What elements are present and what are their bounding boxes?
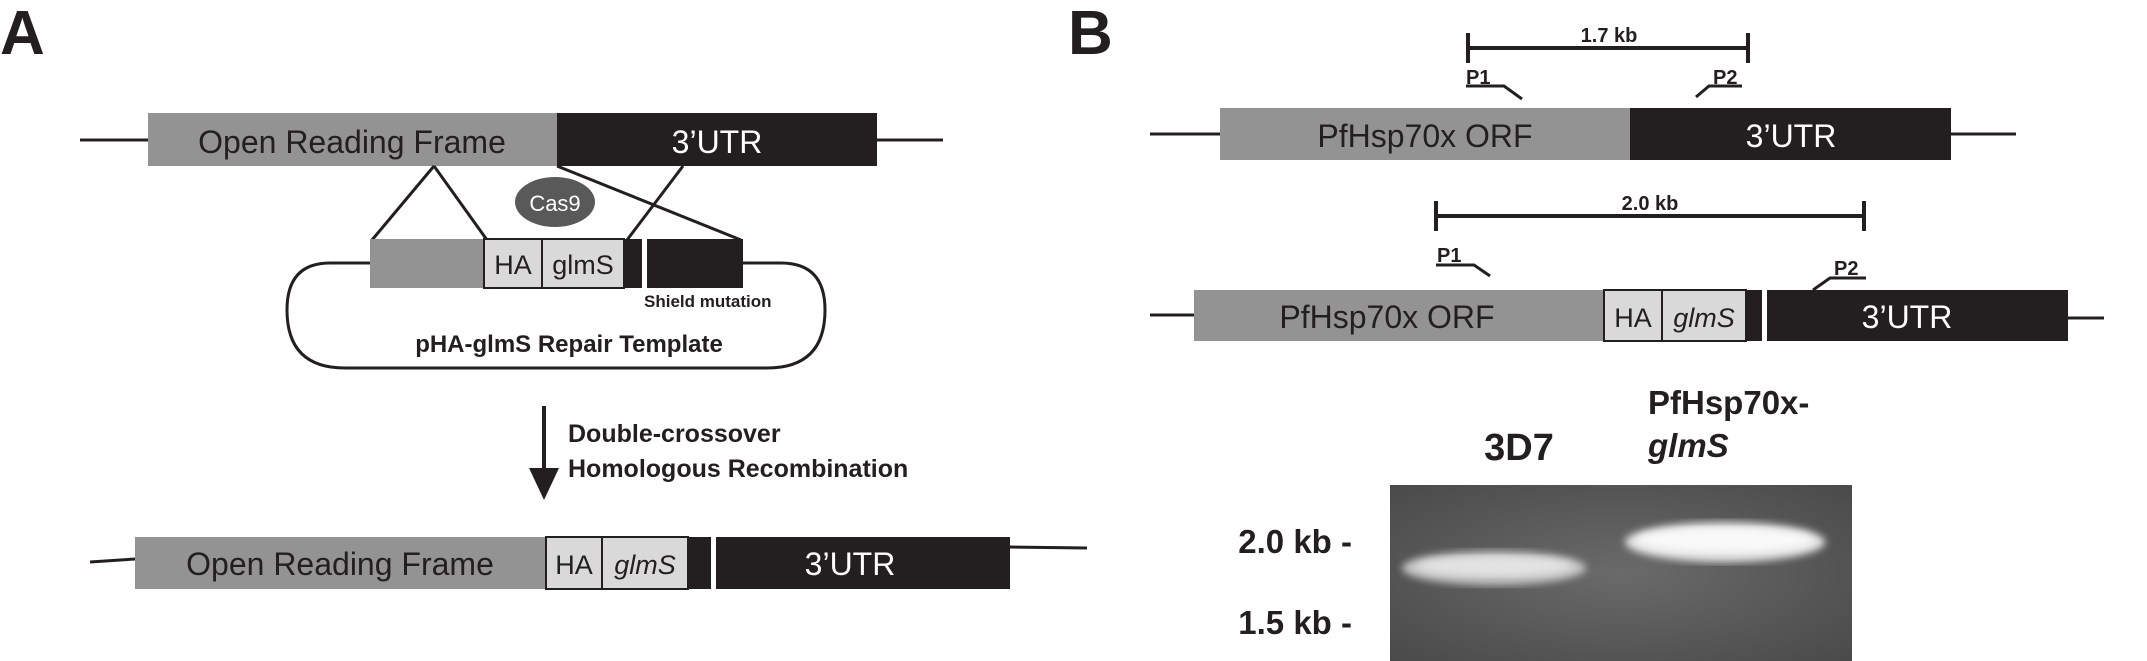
- cas9-ellipse: [515, 177, 595, 227]
- result-ha-label: HA: [555, 550, 593, 580]
- template-ha-label: HA: [494, 250, 532, 280]
- repair-template-title: pHA-glmS Repair Template: [415, 331, 723, 358]
- gene-recombined-b: PfHsp70x ORF HA glmS 3’UTR: [1150, 289, 2104, 342]
- repair-template-bar: HA glmS: [370, 238, 743, 289]
- gene-recombined-a: Open Reading Frame HA glmS 3’UTR: [89, 536, 1088, 590]
- mut-p1-label: P1: [1437, 245, 1461, 267]
- orf-block: [148, 113, 557, 166]
- wt-size-bracket: 1.7 kb: [1466, 25, 1750, 63]
- mut-p2-label: P2: [1834, 258, 1858, 280]
- mut-utr-label: 3’UTR: [1862, 299, 1953, 335]
- mut-size-bracket: 2.0 kb: [1434, 193, 1866, 231]
- arrow-label-line1: Double-crossover: [568, 420, 781, 448]
- gene-wildtype-b: PfHsp70x ORF 3’UTR: [1150, 108, 2016, 160]
- gel-lane2-label-line1: PfHsp70x-: [1648, 384, 1809, 421]
- result-glms-label: glmS: [614, 550, 676, 580]
- result-orf-label: Open Reading Frame: [186, 546, 494, 582]
- gene-wildtype-a: Open Reading Frame 3’UTR: [80, 113, 943, 166]
- gel-lane1-label: 3D7: [1484, 427, 1554, 469]
- wt-utr-label: 3’UTR: [1746, 118, 1837, 154]
- wt-primers: [1466, 84, 1742, 101]
- wt-p1-label: P1: [1466, 67, 1490, 89]
- crossover-lines: [370, 164, 742, 242]
- template-glms-label: glmS: [552, 250, 614, 280]
- gel-image: [1390, 485, 1852, 661]
- gel-marker-1-5kb: 1.5 kb -: [1238, 604, 1352, 641]
- cas9-label: Cas9: [529, 191, 580, 216]
- orf-label: Open Reading Frame: [198, 124, 506, 160]
- wt-size-label: 1.7 kb: [1581, 25, 1638, 47]
- shield-mutation-label: Shield mutation: [644, 292, 772, 311]
- mut-orf-label: PfHsp70x ORF: [1279, 299, 1494, 335]
- panel-b-label: B: [1068, 0, 1113, 68]
- panel-a-label: A: [0, 0, 45, 68]
- result-utr-label: 3’UTR: [805, 546, 896, 582]
- recombination-arrow-head: [529, 468, 559, 500]
- mut-primers: [1436, 263, 1866, 292]
- mut-size-label: 2.0 kb: [1622, 193, 1679, 215]
- gel-lane2-label-line2: glmS: [1647, 427, 1729, 464]
- utr-block: [557, 113, 877, 166]
- gel-marker-2kb: 2.0 kb -: [1238, 523, 1352, 560]
- mut-ha-label: HA: [1614, 303, 1652, 333]
- mut-glms-label: glmS: [1673, 303, 1735, 333]
- plasmid-loop: [285, 261, 827, 370]
- utr-label: 3’UTR: [672, 124, 763, 160]
- arrow-label-line2: Homologous Recombination: [568, 455, 908, 483]
- wt-p2-label: P2: [1713, 67, 1737, 89]
- wt-orf-label: PfHsp70x ORF: [1317, 118, 1532, 154]
